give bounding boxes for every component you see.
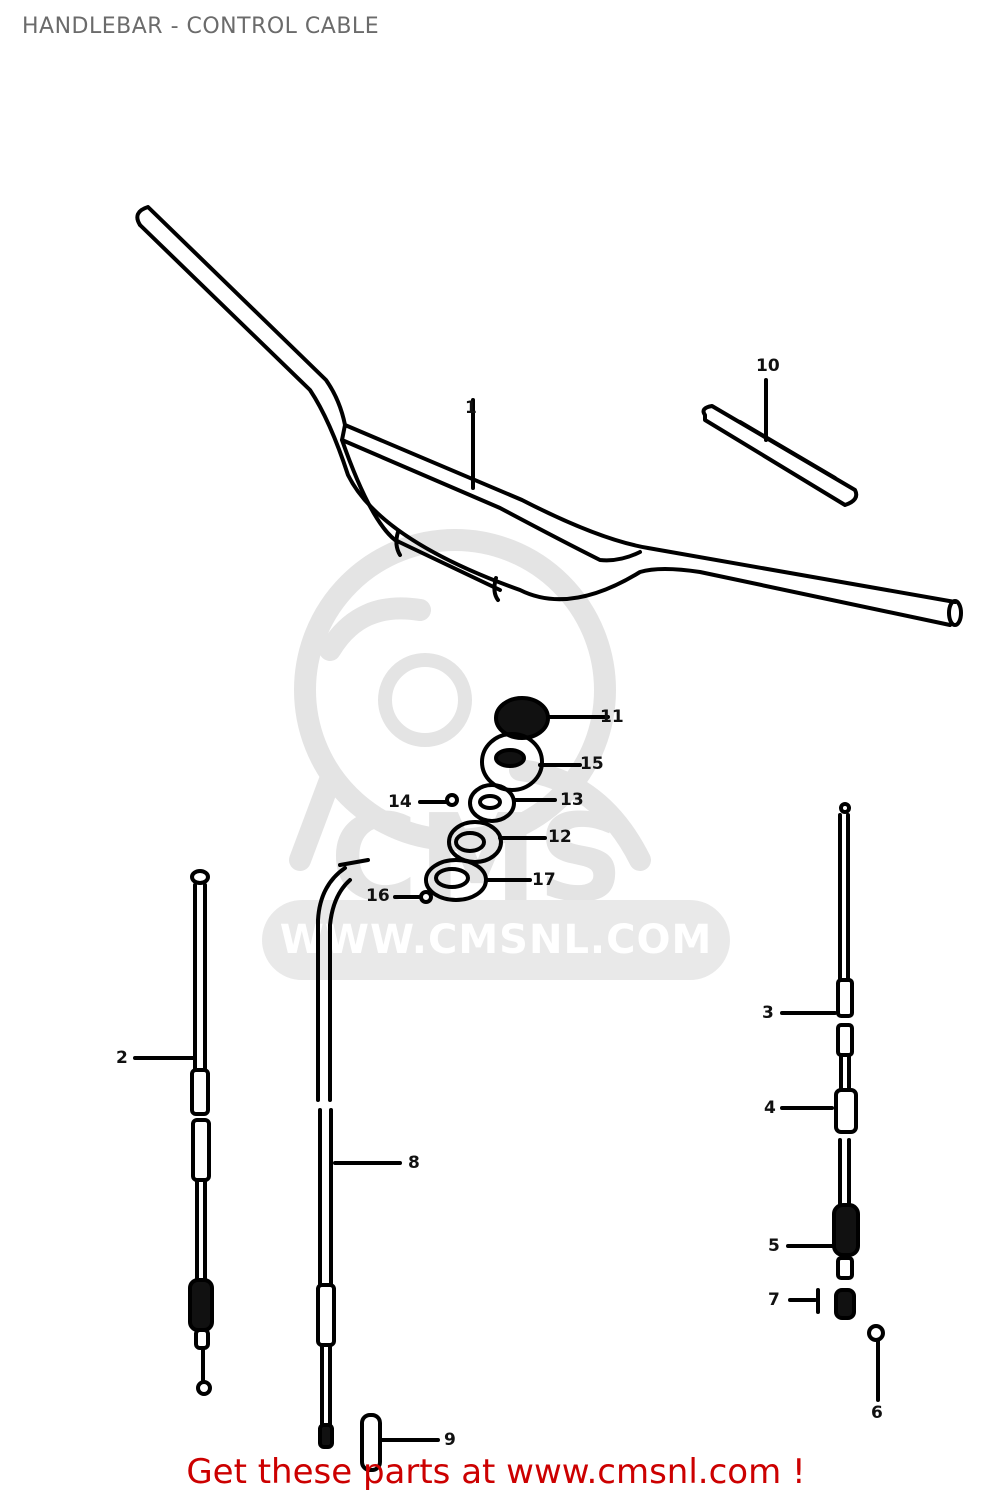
callout-14: 14 [388,792,412,812]
footer-link-text[interactable]: Get these parts at www.cmsnl.com ! [186,1452,806,1492]
callout-15: 15 [580,754,604,774]
callout-12: 12 [548,827,572,847]
callout-11: 11 [600,707,624,727]
diagram-title: HANDLEBAR - CONTROL CABLE [22,14,380,39]
callout-2: 2 [116,1048,128,1068]
callout-7: 7 [768,1290,780,1310]
watermark-url: WWW.CMSNL.COM [262,900,730,980]
callout-16: 16 [366,886,390,906]
center-cable [316,858,440,1472]
nut-stack [393,696,610,904]
callout-6: 6 [871,1403,883,1423]
callout-9: 9 [444,1430,456,1450]
callout-1: 1 [465,398,477,418]
callout-13: 13 [560,790,584,810]
callout-3: 3 [762,1003,774,1023]
grip-bar [701,378,859,507]
callout-5: 5 [768,1236,780,1256]
left-cable [133,869,214,1396]
right-cable [780,802,885,1402]
watermark-url-text: WWW.CMSNL.COM [279,917,713,963]
callout-8: 8 [408,1153,420,1173]
callout-4: 4 [764,1098,776,1118]
callout-17: 17 [532,870,556,890]
handlebar [135,205,963,627]
callout-10: 10 [756,356,780,376]
